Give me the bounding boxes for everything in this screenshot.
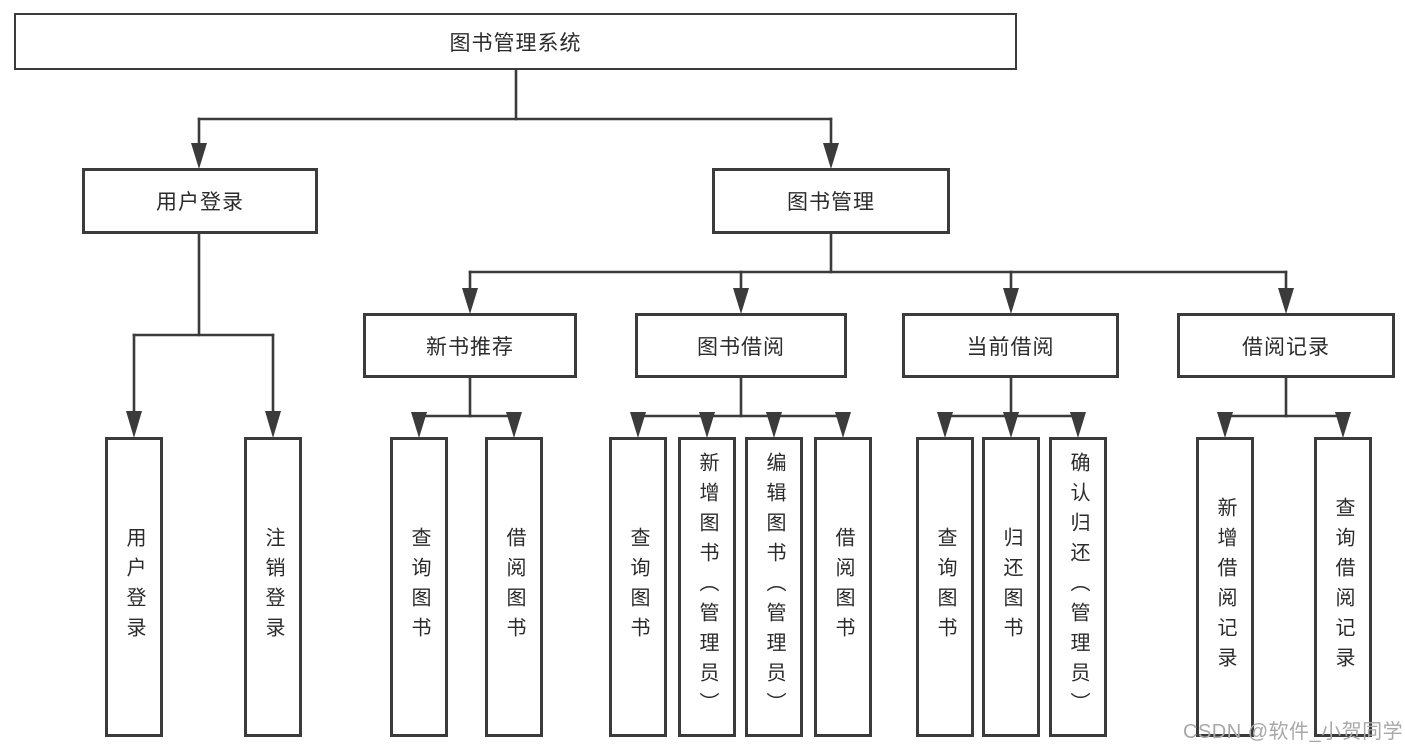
- leaf-current-query-book-label: 查询图书: [934, 527, 956, 647]
- leaf-current-return-book-label: 归还图书: [1000, 527, 1022, 647]
- node-new-book-recommend: 新书推荐: [363, 313, 577, 378]
- leaf-borrow-borrow-book: 借阅图书: [814, 437, 872, 737]
- leaf-current-return-book: 归还图书: [982, 437, 1040, 737]
- leaf-current-confirm-return-admin-label: 确认归还（管理员）: [1067, 452, 1089, 722]
- leaf-records-add-record: 新增借阅记录: [1196, 437, 1254, 737]
- leaf-records-add-record-label: 新增借阅记录: [1214, 497, 1236, 677]
- node-current-borrow: 当前借阅: [902, 313, 1119, 378]
- node-book-management: 图书管理: [712, 168, 950, 234]
- leaf-logout: 注销登录: [244, 437, 302, 737]
- node-root: 图书管理系统: [14, 13, 1017, 70]
- leaf-records-query-record: 查询借阅记录: [1314, 437, 1372, 737]
- leaf-user-login-label: 用户登录: [123, 527, 145, 647]
- leaf-borrow-query-book: 查询图书: [609, 437, 667, 737]
- leaf-records-query-record-label: 查询借阅记录: [1332, 497, 1354, 677]
- arrowheads: [126, 143, 1351, 438]
- leaf-logout-label: 注销登录: [262, 527, 284, 647]
- leaf-current-query-book: 查询图书: [916, 437, 974, 737]
- csdn-watermark: CSDN @软件_小贺同学: [1183, 721, 1404, 743]
- leaf-borrow-edit-book-admin-label: 编辑图书（管理员）: [763, 452, 785, 722]
- leaf-borrow-borrow-book-label: 借阅图书: [832, 527, 854, 647]
- leaf-borrow-add-book-admin-label: 新增图书（管理员）: [696, 452, 718, 722]
- leaf-recommend-query-book-label: 查询图书: [408, 527, 430, 647]
- leaf-current-confirm-return-admin: 确认归还（管理员）: [1049, 437, 1107, 737]
- node-user-login: 用户登录: [82, 168, 318, 234]
- node-borrow-records: 借阅记录: [1177, 313, 1395, 378]
- leaf-recommend-borrow-book: 借阅图书: [485, 437, 543, 737]
- leaf-borrow-add-book-admin: 新增图书（管理员）: [678, 437, 736, 737]
- node-book-borrow: 图书借阅: [635, 313, 847, 378]
- leaf-borrow-query-book-label: 查询图书: [627, 527, 649, 647]
- leaf-recommend-query-book: 查询图书: [390, 437, 448, 737]
- leaf-user-login: 用户登录: [105, 437, 163, 737]
- leaf-recommend-borrow-book-label: 借阅图书: [503, 527, 525, 647]
- leaf-borrow-edit-book-admin: 编辑图书（管理员）: [745, 437, 803, 737]
